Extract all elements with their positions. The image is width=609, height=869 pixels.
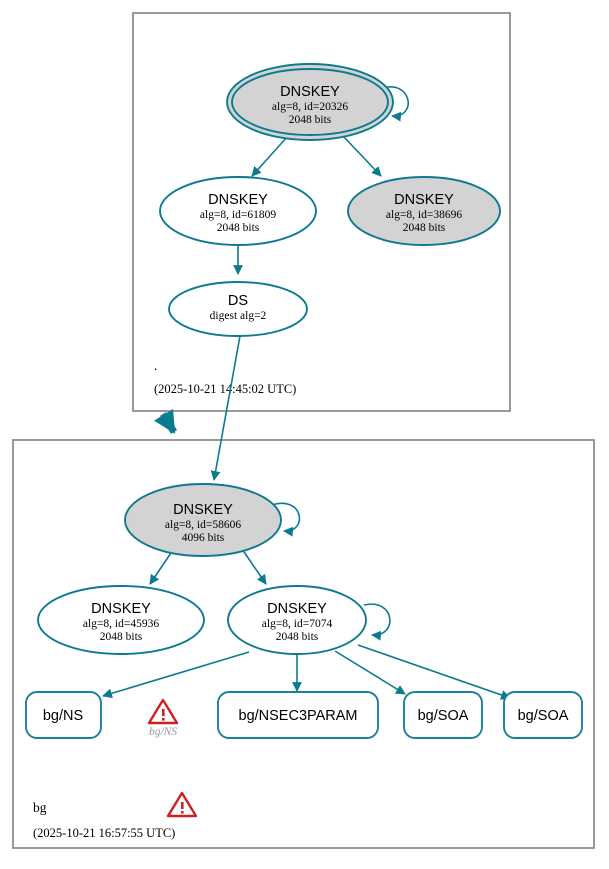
node-label-digest-alg: digest alg=2 — [210, 310, 267, 322]
edge-root-ksk-to-zsk-38696 — [342, 135, 382, 177]
node-root-ksk-20326[interactable]: DNSKEY alg=8, id=20326 2048 bits — [226, 63, 394, 141]
rrset-bg-nsec3param[interactable]: bg/NSEC3PARAM — [217, 691, 379, 739]
edge-bg-zsk-to-soa-1 — [334, 650, 406, 695]
rrset-bg-ns[interactable]: bg/NS — [25, 691, 102, 739]
edge-bg-zsk-to-soa-2 — [357, 644, 511, 700]
node-outline-inner — [231, 68, 389, 136]
zone-label-root-name: . — [154, 358, 157, 373]
node-label-alg-id: alg=8, id=58606 — [165, 519, 241, 531]
rrset-outline — [217, 691, 379, 739]
node-root-ds[interactable]: DS digest alg=2 — [168, 281, 308, 337]
rrset-label: bg/NS — [43, 708, 83, 724]
node-root-zsk-61809[interactable]: DNSKEY alg=8, id=61809 2048 bits — [159, 176, 317, 246]
edge-bg-zsk-to-ns — [102, 651, 250, 699]
warning-label: bg/NS — [149, 726, 177, 738]
node-label-alg-id: alg=8, id=38696 — [386, 209, 462, 221]
node-label-keysize: 4096 bits — [182, 532, 225, 544]
node-root-zsk-38696[interactable]: DNSKEY alg=8, id=38696 2048 bits — [347, 176, 501, 246]
node-outline — [124, 483, 282, 557]
rrset-bg-soa-2[interactable]: bg/SOA — [503, 691, 583, 739]
node-label-alg-id: alg=8, id=20326 — [272, 101, 348, 113]
node-label-type: DNSKEY — [208, 192, 268, 208]
edge-root-ksk-self-sign — [378, 86, 409, 122]
rrset-outline — [503, 691, 583, 739]
node-outline — [347, 176, 501, 246]
warning-badge-bg-ns[interactable]: bg/NS — [147, 698, 179, 738]
node-label-type: DNSKEY — [280, 84, 340, 100]
node-label-alg-id: alg=8, id=45936 — [83, 618, 159, 630]
node-outline — [159, 176, 317, 246]
node-label-alg-id: alg=8, id=61809 — [200, 209, 276, 221]
rrset-label: bg/NSEC3PARAM — [239, 708, 358, 724]
zone-label-bg-name: bg — [33, 800, 47, 815]
warning-exclamation-dot — [181, 811, 184, 814]
node-label-type: DNSKEY — [91, 601, 151, 617]
zone-label-bg-timestamp: (2025-10-21 16:57:55 UTC) — [33, 826, 175, 840]
zone-label-root-timestamp: (2025-10-21 14:45:02 UTC) — [154, 382, 296, 396]
node-label-keysize: 2048 bits — [217, 222, 260, 234]
warning-exclamation-dot — [162, 718, 165, 721]
node-bg-zsk-45936[interactable]: DNSKEY alg=8, id=45936 2048 bits — [37, 585, 205, 655]
node-outline — [168, 281, 308, 337]
edge-zone-delegation-root-to-bg — [153, 408, 177, 434]
node-label-keysize: 2048 bits — [100, 631, 143, 643]
node-label-type: DNSKEY — [267, 601, 327, 617]
edge-root-ds-to-bg-ksk — [210, 335, 241, 481]
node-bg-ksk-58606[interactable]: DNSKEY alg=8, id=58606 4096 bits — [124, 483, 282, 557]
node-label-keysize: 2048 bits — [403, 222, 446, 234]
warning-badge-bg-zone[interactable] — [166, 791, 198, 818]
node-label-alg-id: alg=8, id=7074 — [262, 618, 333, 630]
rrset-bg-soa-1[interactable]: bg/SOA — [403, 691, 483, 739]
node-label-keysize: 2048 bits — [276, 631, 319, 643]
warning-exclamation-stem — [162, 709, 165, 716]
node-label-keysize: 2048 bits — [289, 114, 332, 126]
warning-exclamation-stem — [181, 802, 184, 809]
node-label-type: DNSKEY — [394, 192, 454, 208]
edge-root-ksk-to-zsk-61809 — [251, 135, 289, 177]
rrset-outline — [403, 691, 483, 739]
rrset-label: bg/SOA — [418, 708, 469, 724]
rrset-label: bg/SOA — [518, 708, 569, 724]
edge-bg-ksk-to-zsk-7074 — [241, 548, 267, 585]
rrset-outline — [25, 691, 102, 739]
node-label-type: DNSKEY — [173, 502, 233, 518]
node-label-type: DS — [228, 293, 248, 309]
edge-bg-zsk-7074-self-sign — [363, 603, 391, 641]
node-outline — [37, 585, 205, 655]
edge-bg-ksk-self-sign — [271, 502, 301, 537]
node-outline — [227, 585, 367, 655]
node-bg-zsk-7074[interactable]: DNSKEY alg=8, id=7074 2048 bits — [227, 585, 367, 655]
